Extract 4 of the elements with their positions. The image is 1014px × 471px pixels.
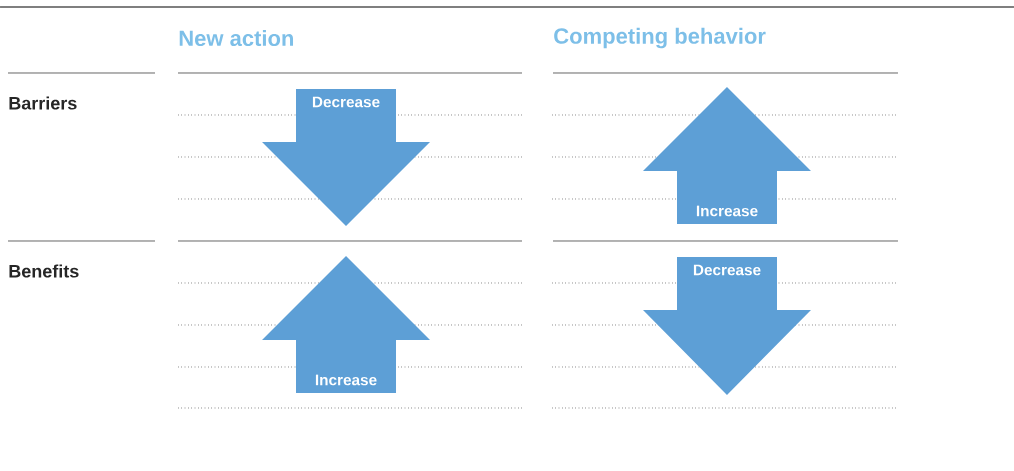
column-heading: New action: [179, 29, 293, 47]
row-heading: Barriers: [9, 96, 77, 110]
column-heading: Competing behavior: [554, 27, 766, 49]
row-heading: Benefits: [9, 264, 79, 278]
